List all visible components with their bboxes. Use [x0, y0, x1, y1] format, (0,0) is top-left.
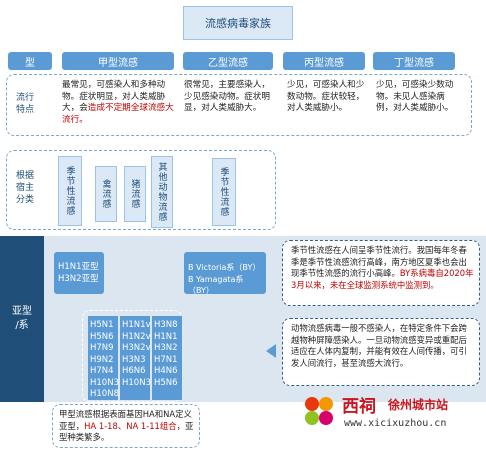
epidemic-row-label: 流行 特点: [16, 93, 35, 115]
seasonal-b-lineages: B Victoria系（BY） B Yamagata系（BY）: [184, 252, 266, 295]
animal-description: 动物流感病毒一般不感染人，在特定条件下会跨越物种屏障感染人。一旦动物流感变异或重…: [282, 318, 480, 386]
type-a-epidemic: 最常见，可感染人和多种动物。症状明显，对人类威胁大，会造成不定期全球流感大流行。: [62, 80, 174, 125]
type-c-epidemic: 少见，可感染人和少数动物。症状较轻，对人类威胁小。: [287, 80, 365, 113]
seasonal-description-text: 季节性流感在人间呈季节性流行。我国每年冬春季是季节性流感流行高峰，南方地区夏季也…: [291, 245, 474, 290]
host-other-animal: 其他动物流感: [151, 156, 173, 228]
type-d-epidemic: 少见，可感染少数动物。未见人感染病例，对人类威胁小。: [376, 80, 454, 113]
host-row-label: 根据 宿主 分类: [16, 171, 35, 205]
arrow-icon: [266, 344, 276, 358]
host-seasonal-b: 季节性流感: [212, 158, 236, 226]
type-c-header: 丙型流感: [283, 52, 365, 70]
type-b-header: 乙型流感: [183, 52, 273, 70]
seasonal-description: 季节性流感在人间呈季节性流行。我国每年冬春季是季节性流感流行高峰，南方地区夏季也…: [282, 240, 480, 306]
seasonal-b-lineages-text: B Victoria系（BY） B Yamagata系（BY）: [188, 263, 261, 295]
seasonal-a-subtypes: H1N1亚型 H3N2亚型: [54, 252, 104, 294]
host-swine: 猪流感: [124, 166, 146, 222]
type-d-header: 丁型流感: [373, 52, 455, 70]
other-animal-subtypes: H3N8 H1N1 H3N2 H7N1 H4N6 H5N6: [152, 316, 182, 400]
avian-subtypes-text: H5N1 H5N6 H7N9 H9N2 H7N4 H10N3 H10N8: [90, 320, 119, 399]
type-row-label: 型: [8, 52, 52, 70]
watermark-site: 徐州城市站: [388, 398, 449, 412]
animal-description-text: 动物流感病毒一般不感染人，在特定条件下会跨越物种屏障感染人。一旦动物流感变异或重…: [291, 323, 467, 368]
host-avian: 禽流感: [95, 166, 117, 222]
footnote-text: 甲型流感根据表面基因HA和NA定义亚型，HA 1-18、NA 1-11组合，亚型…: [59, 409, 194, 442]
type-a-header: 甲型流感: [62, 52, 174, 70]
seasonal-a-subtypes-text: H1N1亚型 H3N2亚型: [58, 262, 99, 284]
watermark-brand: 西祠: [342, 397, 376, 417]
host-seasonal-a: 季节性流感: [58, 156, 82, 226]
other-animal-subtypes-text: H3N8 H1N1 H3N2 H7N1 H4N6 H5N6: [154, 320, 178, 388]
type-b-epidemic: 很常见，主要感染人，少见感染动物。症状明显，对人类威胁大。: [184, 80, 270, 113]
host-row-frame: [6, 150, 276, 230]
swine-subtypes: H1N1v H1N2v H3N2v H3N3 H6N6 H10N3: [120, 316, 151, 400]
footnote-box: 甲型流感根据表面基因HA和NA定义亚型，HA 1-18、NA 1-11组合，亚型…: [52, 404, 200, 448]
subtype-row-label: 亚型 /系: [0, 236, 44, 402]
avian-subtypes: H5N1 H5N6 H7N9 H9N2 H7N4 H10N3 H10N8: [88, 316, 119, 400]
watermark-url: www.xicixuzhou.cn: [344, 418, 447, 429]
swine-subtypes-text: H1N1v H1N2v H3N2v H3N3 H6N6 H10N3: [122, 320, 151, 388]
epidemic-row-frame: [6, 74, 472, 136]
logo-icon: [300, 392, 338, 430]
diagram-title: 流感病毒家族: [183, 6, 293, 40]
